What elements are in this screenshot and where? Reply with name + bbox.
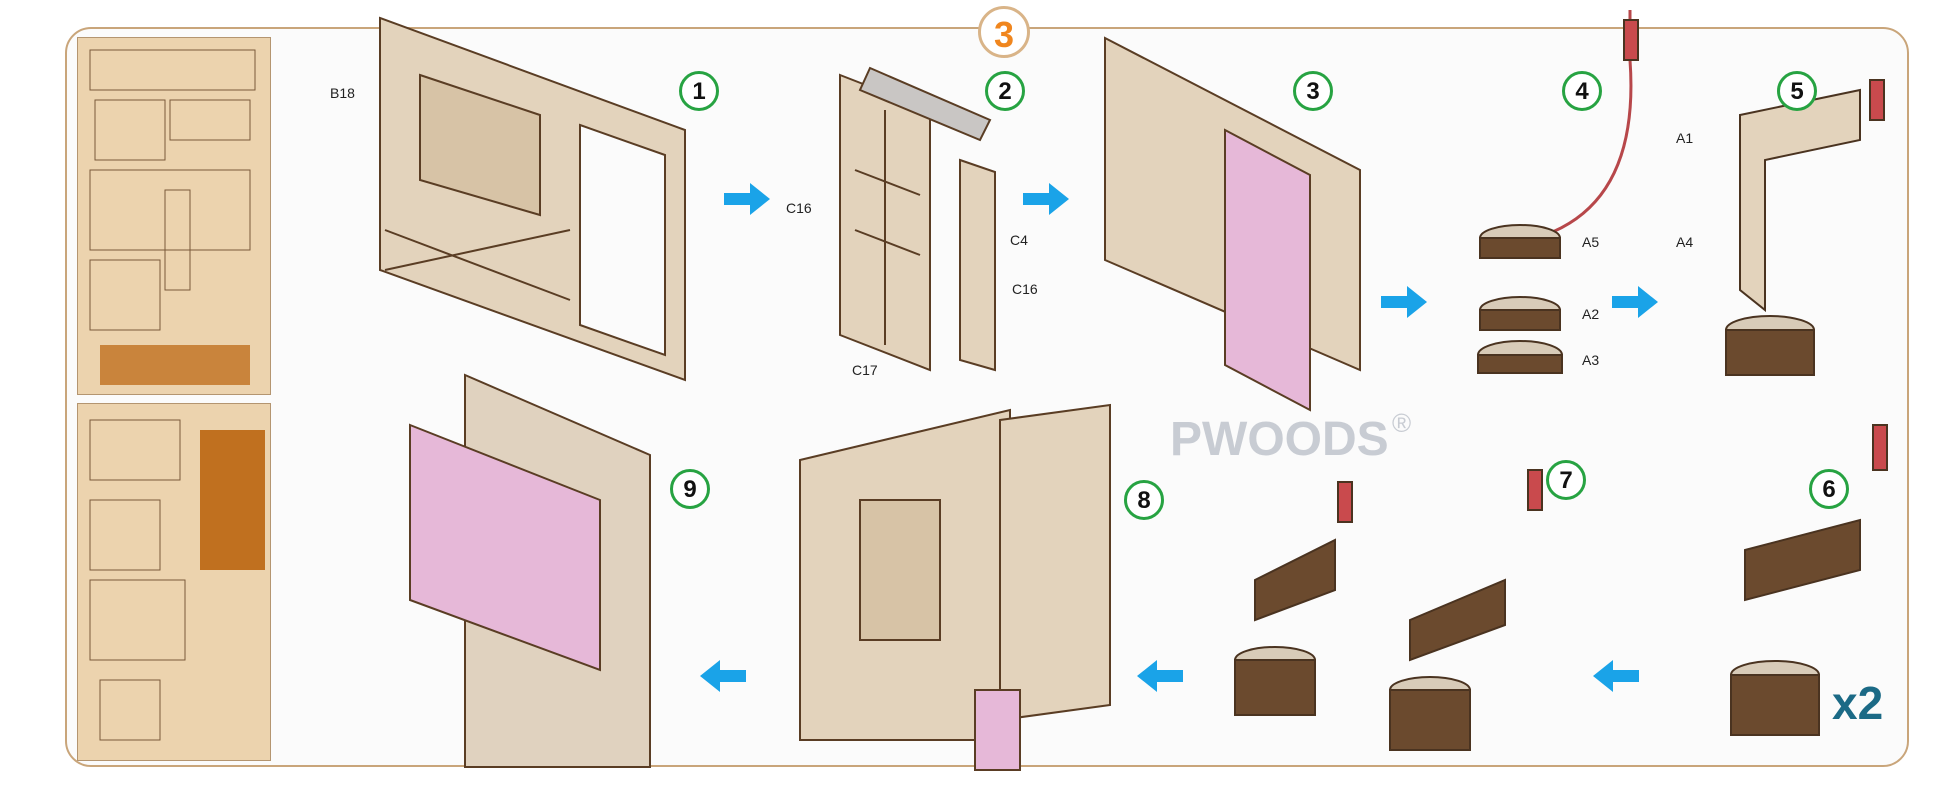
stage-number-badge: 3: [978, 6, 1030, 58]
part-label-c16: C16: [1012, 281, 1038, 297]
part-label-c4: C4: [1010, 232, 1028, 248]
part-label-a2: A2: [1582, 306, 1600, 322]
step8-wall-assembly: [799, 403, 1111, 771]
arrow-left-icon: [700, 660, 746, 692]
watermark: PWOODS: [1170, 413, 1389, 466]
step-4-marker: 4: [1562, 71, 1602, 111]
step2-window-frames: [839, 66, 996, 372]
step-7-marker: 7: [1546, 460, 1586, 500]
parts-sheet-a: [77, 37, 271, 395]
arrow-left-icon: [1137, 660, 1183, 692]
part-label-c17: C17: [852, 362, 878, 378]
step-3-marker: 3: [1293, 71, 1333, 111]
step5-lamp-stand: [1725, 79, 1885, 376]
quantity-label: x2: [1832, 677, 1884, 729]
step1-wall: [379, 16, 686, 382]
step3-wall-with-door: [1104, 36, 1361, 412]
step-1-marker: 1: [679, 71, 719, 111]
step4-magnet-base: [1477, 10, 1639, 374]
parts-sheet-cutlines: [89, 49, 256, 741]
step7-lamp-stand: [1234, 469, 1543, 751]
step-6-marker: 6: [1809, 469, 1849, 509]
arrow-right-icon: [724, 183, 770, 215]
registered-mark: ®: [1392, 408, 1412, 438]
part-label-c16: C16: [786, 200, 812, 216]
arrow-left-icon: [1593, 660, 1639, 692]
step9-building: [409, 373, 651, 768]
parts-sheet-dark-parts: [100, 345, 265, 570]
part-label-a1: A1: [1676, 130, 1694, 146]
arrow-right-icon: [1023, 183, 1069, 215]
step-2-marker: 2: [985, 71, 1025, 111]
part-label-a4: A4: [1676, 234, 1694, 250]
step-5-marker: 5: [1777, 71, 1817, 111]
part-label-a5: A5: [1582, 234, 1600, 250]
arrow-right-icon: [1381, 286, 1427, 318]
part-label-a3: A3: [1582, 352, 1600, 368]
part-label-b18: B18: [330, 85, 355, 101]
arrow-right-icon: [1612, 286, 1658, 318]
step6-lamp-stand: [1730, 424, 1888, 736]
step-8-marker: 8: [1124, 480, 1164, 520]
step-9-marker: 9: [670, 469, 710, 509]
